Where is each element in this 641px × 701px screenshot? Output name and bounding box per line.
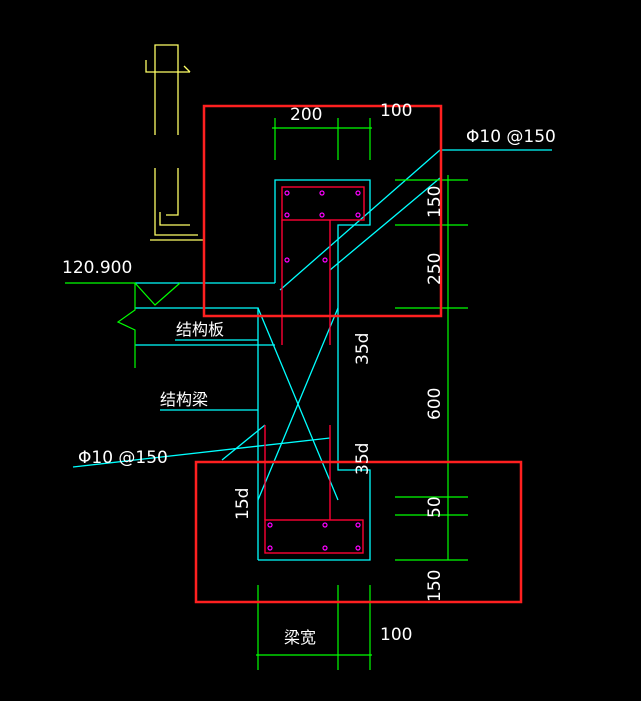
dim-right-250: 250 — [425, 253, 445, 285]
dimension-lines — [65, 118, 468, 670]
anchor-label-bottom: 35d — [353, 443, 373, 475]
leader-bottom — [72, 437, 331, 468]
break-line — [116, 283, 136, 368]
elevation-label: 120.900 — [62, 258, 132, 278]
dim-top-offset: 100 — [380, 101, 412, 121]
anchor-label-top: 35d — [353, 333, 373, 365]
beam-outline — [258, 179, 371, 561]
rebar — [264, 186, 365, 554]
cross-diagonal-2 — [257, 307, 339, 501]
rebar-label-top: Φ10 @150 — [466, 127, 556, 147]
section-marker-bottom — [154, 168, 198, 236]
dim-right-150-bottom: 150 — [425, 570, 445, 602]
dim-right-50: 50 — [425, 496, 445, 518]
dim-top-width: 200 — [290, 105, 322, 125]
top-stirrup — [281, 186, 365, 221]
section-marker-top-arrow — [145, 60, 190, 73]
beam-label: 结构梁 — [160, 390, 208, 409]
highlight-box-bottom — [194, 460, 523, 604]
elevation-marker — [65, 282, 181, 306]
section-cut-marker — [145, 44, 205, 241]
concrete-section — [72, 149, 552, 561]
bottom-stirrup — [264, 519, 364, 554]
dim-right-150-top: 150 — [425, 186, 445, 218]
anchor-label-left: 15d — [233, 488, 253, 520]
highlight-box-top — [202, 104, 443, 318]
slab-label: 结构板 — [176, 320, 224, 339]
dim-bottom-width: 梁宽 — [284, 628, 316, 647]
dim-right-600: 600 — [425, 388, 445, 420]
rebar-dots — [267, 190, 361, 551]
dim-bottom-offset: 100 — [380, 625, 412, 645]
rebar-label-bottom: Φ10 @150 — [78, 448, 168, 468]
section-marker-top — [154, 44, 179, 135]
section-marker-bottom-arrow — [159, 212, 190, 226]
